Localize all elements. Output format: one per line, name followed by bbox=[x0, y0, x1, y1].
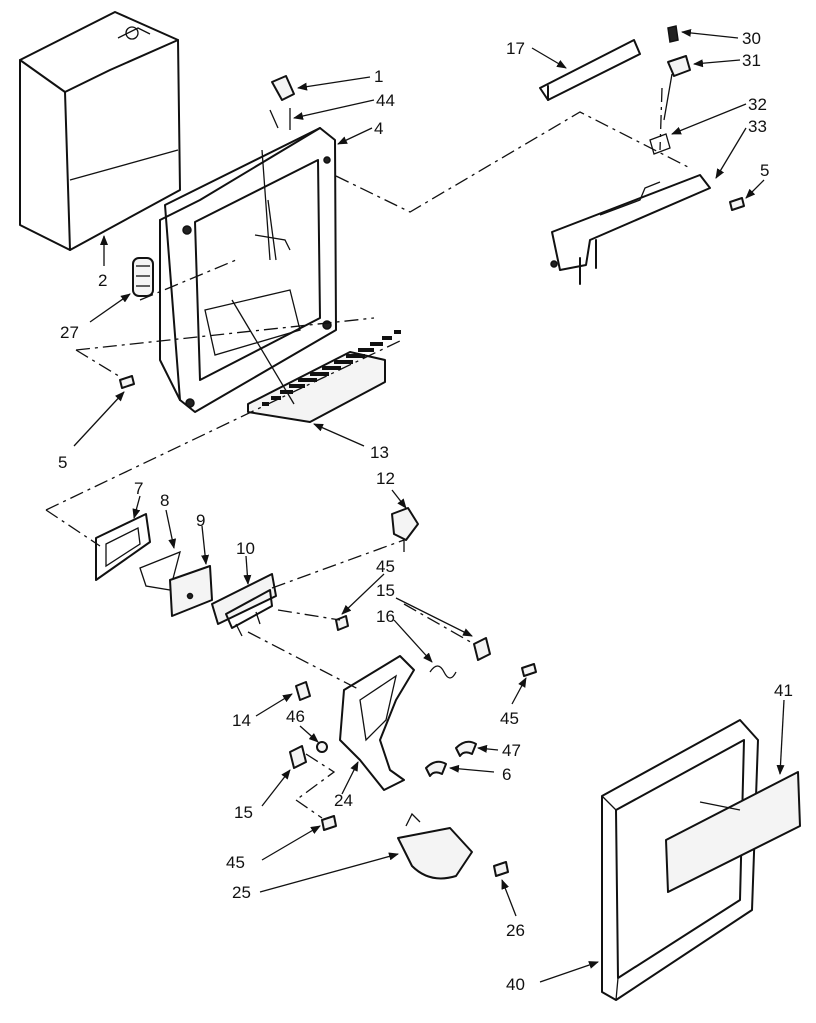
callout-15-lower: 15 bbox=[234, 803, 253, 822]
part-7-lens-frame bbox=[95, 513, 151, 581]
callout-4: 4 bbox=[374, 119, 383, 138]
callout-10: 10 bbox=[236, 539, 255, 558]
callout-31: 31 bbox=[742, 51, 761, 70]
callout-1: 1 bbox=[374, 67, 383, 86]
part-4-housing bbox=[159, 108, 337, 413]
callout-45-right: 45 bbox=[500, 709, 519, 728]
callout-32: 32 bbox=[748, 95, 767, 114]
grille-hole bbox=[370, 342, 377, 346]
part-10-actuator bbox=[211, 573, 277, 637]
callout-33: 33 bbox=[748, 117, 767, 136]
callout-14: 14 bbox=[232, 711, 251, 730]
part-33-rail bbox=[550, 174, 711, 285]
part-16-spring bbox=[429, 665, 457, 679]
part-47-pad bbox=[455, 740, 477, 757]
grille-hole bbox=[382, 336, 389, 340]
part-46-washer bbox=[316, 741, 328, 753]
leader-lines bbox=[73, 28, 785, 983]
part-15-clip-upper bbox=[473, 637, 491, 661]
callout-41: 41 bbox=[774, 681, 793, 700]
callout-44: 44 bbox=[376, 91, 395, 110]
part-40-front-panel bbox=[601, 719, 759, 1001]
callout-2: 2 bbox=[98, 271, 107, 290]
callout-15-upper: 15 bbox=[376, 581, 395, 600]
part-24-lever bbox=[339, 655, 415, 791]
screw-45-right bbox=[521, 663, 537, 677]
alignment-lines bbox=[45, 87, 691, 819]
callout-9: 9 bbox=[196, 511, 205, 530]
part-1-connector bbox=[271, 75, 295, 101]
part-6-pad bbox=[425, 760, 447, 777]
callout-7: 7 bbox=[134, 479, 143, 498]
grille-hole bbox=[322, 366, 329, 370]
screw-45-upper bbox=[335, 615, 349, 631]
part-13-grille bbox=[247, 330, 401, 423]
grille-hole bbox=[394, 330, 401, 334]
screw-5-left bbox=[119, 375, 135, 389]
callout-13: 13 bbox=[370, 443, 389, 462]
grille-hole bbox=[298, 378, 305, 382]
screw-45-lower bbox=[321, 815, 337, 831]
callout-40: 40 bbox=[506, 975, 525, 994]
callout-5-right: 5 bbox=[760, 161, 769, 180]
callout-12: 12 bbox=[376, 469, 395, 488]
callout-27: 27 bbox=[60, 323, 79, 342]
grille-hole bbox=[334, 360, 341, 364]
callout-30: 30 bbox=[742, 29, 761, 48]
part-41-label bbox=[665, 771, 801, 893]
part-15-clip-lower bbox=[289, 745, 307, 769]
callout-8: 8 bbox=[160, 491, 169, 510]
part-25-drip-cup bbox=[397, 812, 473, 880]
grille-hole bbox=[358, 348, 365, 352]
callout-labels: 1 44 4 2 27 5 17 30 31 32 33 5 13 12 7 8… bbox=[58, 29, 793, 994]
grille-hole bbox=[289, 384, 296, 388]
callout-16: 16 bbox=[376, 607, 395, 626]
part-9-plate bbox=[169, 565, 213, 617]
part-12-switch bbox=[391, 507, 419, 552]
callout-26: 26 bbox=[506, 921, 525, 940]
callout-6: 6 bbox=[502, 765, 511, 784]
grille-hole bbox=[280, 390, 287, 394]
callout-46: 46 bbox=[286, 707, 305, 726]
part-14-pin bbox=[295, 681, 311, 701]
callout-47: 47 bbox=[502, 741, 521, 760]
callout-45-upper: 45 bbox=[376, 557, 395, 576]
part-30-31-32-hardware bbox=[649, 25, 691, 155]
callout-45-lower: 45 bbox=[226, 853, 245, 872]
callout-17: 17 bbox=[506, 39, 525, 58]
grille-hole bbox=[310, 372, 317, 376]
part-27-cartridge bbox=[132, 257, 154, 297]
callout-24: 24 bbox=[334, 791, 353, 810]
callout-5-left: 5 bbox=[58, 453, 67, 472]
part-2-cover bbox=[19, 11, 181, 251]
screw-26 bbox=[493, 861, 509, 877]
grille-hole bbox=[262, 402, 269, 406]
grille-hole bbox=[346, 354, 353, 358]
callout-25: 25 bbox=[232, 883, 251, 902]
part-17-bracket bbox=[539, 39, 641, 101]
grille-hole bbox=[271, 396, 278, 400]
screw-5-right bbox=[729, 197, 745, 211]
